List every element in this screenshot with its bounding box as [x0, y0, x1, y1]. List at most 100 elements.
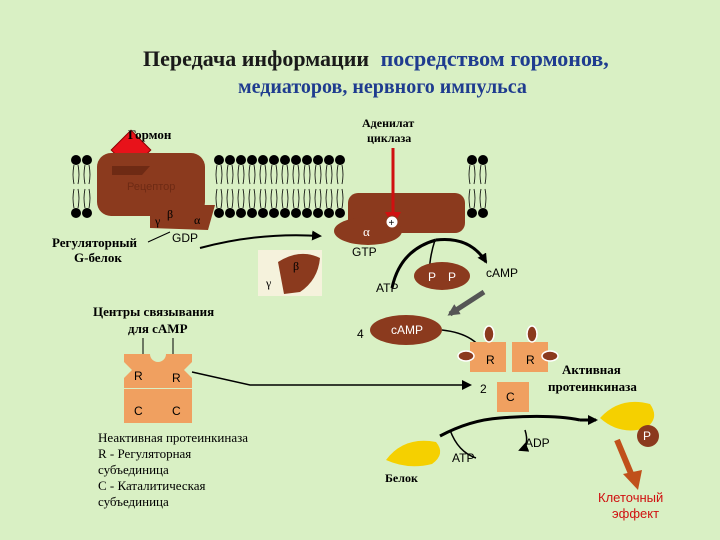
legend-r-1: R - Регуляторная: [98, 446, 191, 461]
cell-membrane: [71, 155, 488, 218]
lipid-head-inner: [313, 208, 323, 218]
lipid-head-outer: [324, 155, 334, 165]
camp-top-label: cAMP: [486, 266, 518, 280]
atp-bottom-label: ATP: [452, 451, 474, 465]
legend-r-2: субъединица: [98, 462, 169, 477]
active-pk-label-2: протеинкиназа: [548, 379, 637, 394]
lipid-tail-inner: [479, 188, 487, 209]
lipid-tail-inner: [336, 188, 344, 209]
gdp-label: GDP: [172, 231, 198, 245]
lipid-head-inner: [214, 208, 224, 218]
lipid-head-outer: [225, 155, 235, 165]
arrow-g-to-alpha: [199, 230, 322, 249]
g-protein-pointer: [147, 231, 171, 243]
lipid-tail-inner: [72, 188, 80, 209]
camp-oval: [370, 315, 442, 345]
title-rest: посредством гормонов,: [381, 46, 609, 71]
lipid-tail-inner: [468, 188, 476, 209]
adenylate-cyclase-label-1: Аденилат: [362, 116, 414, 130]
beta-2: β: [293, 259, 299, 273]
lipid-tail-outer: [72, 164, 80, 185]
adp-branch: [518, 429, 530, 452]
alpha-1: α: [194, 213, 201, 227]
arrow-phosphorylation: [439, 414, 581, 438]
phosphate-circle: [637, 425, 659, 447]
c-active-block: [497, 382, 529, 412]
c-right-label: C: [172, 404, 181, 418]
binding-sites-label-1: Центры связывания: [93, 304, 214, 319]
lipid-head-inner: [291, 208, 301, 218]
lipid-head-inner: [335, 208, 345, 218]
lipid-tail-inner: [292, 188, 300, 209]
lipid-tail-outer: [314, 164, 322, 185]
lipid-head-outer: [302, 155, 312, 165]
effect-label-1: Клеточный: [598, 490, 663, 505]
lipid-tail-inner: [303, 188, 311, 209]
lipid-head-outer: [280, 155, 290, 165]
effect-arrow-shaft: [614, 438, 635, 478]
r-active-left-label: R: [486, 353, 495, 367]
lipid-tail-outer: [226, 164, 234, 185]
lipid-head-inner: [258, 208, 268, 218]
lipid-head-outer: [291, 155, 301, 165]
lipid-head-outer: [335, 155, 345, 165]
lipid-head-inner: [247, 208, 257, 218]
effect-arrow-head: [623, 470, 642, 490]
lipid-tail-inner: [237, 188, 245, 209]
lipid-tail-inner: [281, 188, 289, 209]
lipid-head-inner: [467, 208, 477, 218]
camp-bound-2: [526, 325, 538, 343]
lipid-tail-outer: [468, 164, 476, 185]
legend-c-2: субъединица: [98, 494, 169, 509]
lipid-tail-outer: [281, 164, 289, 185]
receptor-label: Рецептор: [127, 181, 175, 193]
lipid-tail-outer: [292, 164, 300, 185]
lipid-tail-outer: [237, 164, 245, 185]
lipid-head-inner: [302, 208, 312, 218]
protein-label: Белок: [385, 471, 418, 485]
r-right-label: R: [172, 371, 181, 385]
r-active-left-block: [470, 342, 506, 372]
phosphate-label: P: [643, 429, 651, 443]
lipid-head-outer: [214, 155, 224, 165]
lipid-tail-inner: [259, 188, 267, 209]
arrow-activation: [191, 371, 472, 390]
beta-gamma-dimer: [278, 253, 320, 294]
lipid-head-inner: [280, 208, 290, 218]
effect-label-2: эффект: [612, 506, 659, 521]
camp-bound-1: [483, 325, 495, 343]
lipid-tail-outer: [479, 164, 487, 185]
lipid-tail-outer: [270, 164, 278, 185]
regulatory-g-label-1: Регуляторный: [52, 235, 138, 250]
pyrophosphate: [414, 262, 470, 290]
num-4: 4: [357, 327, 364, 341]
lipid-head-inner: [225, 208, 235, 218]
lipid-tail-outer: [336, 164, 344, 185]
p-2: P: [448, 270, 456, 284]
beta-1: β: [167, 207, 173, 221]
lipid-head-inner: [236, 208, 246, 218]
lipid-tail-inner: [325, 188, 333, 209]
receptor-binding-pocket: [112, 166, 150, 175]
binding-sites-label-2: для cAMP: [128, 321, 188, 336]
c-left-block: [124, 389, 158, 423]
lipid-tail-inner: [248, 188, 256, 209]
p-1: P: [428, 270, 436, 284]
lipid-head-inner: [269, 208, 279, 218]
hormone-label: Гормон: [128, 127, 172, 142]
lipid-tail-inner: [83, 188, 91, 209]
lipid-head-outer: [478, 155, 488, 165]
atp-branch: [449, 429, 477, 459]
lipid-head-outer: [236, 155, 246, 165]
lipid-tail-outer: [83, 164, 91, 185]
binding-notch-2: [124, 362, 132, 378]
lipid-head-outer: [467, 155, 477, 165]
phosphorylated-protein: [600, 401, 655, 431]
lipid-tail-outer: [303, 164, 311, 185]
gamma-1: γ: [154, 214, 161, 228]
lipid-head-outer: [247, 155, 257, 165]
arrow-to-camp: [435, 237, 488, 264]
num-2: 2: [480, 382, 487, 396]
lipid-tail-inner: [270, 188, 278, 209]
